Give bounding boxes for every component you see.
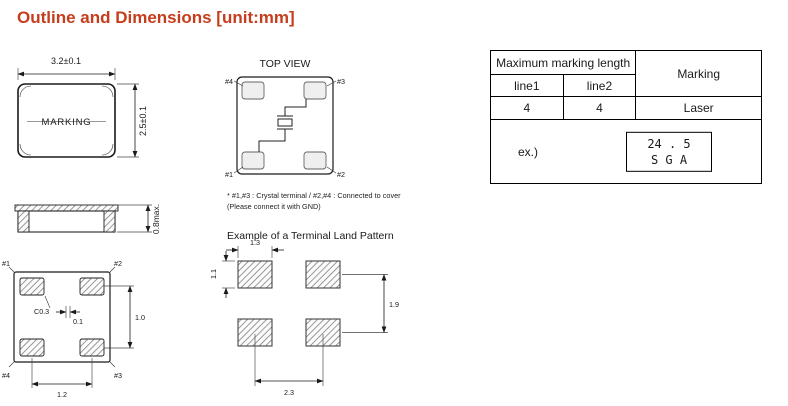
- marking-column-header: Marking: [635, 50, 762, 97]
- line1-value: 4: [490, 96, 564, 120]
- top-pad-1: [241, 151, 265, 170]
- body-section: [17, 210, 116, 233]
- land-pattern-title: Example of a Terminal Land Pattern: [227, 230, 394, 242]
- package-outline-view: 3.2±0.1 MARKING 2.5±0.1: [17, 56, 148, 158]
- top-pad-4: [241, 81, 265, 100]
- marking-method: Laser: [635, 96, 762, 120]
- dim-land-vertical-pitch: 1.9: [389, 300, 399, 309]
- top-pad-2: [303, 151, 327, 170]
- top-pad-4-label: #4: [225, 77, 233, 86]
- marking-length-header: Maximum marking length: [489, 50, 637, 75]
- pad-4: [19, 338, 45, 357]
- dim-land-pad-height: 1.1: [209, 269, 218, 279]
- pad-3: [79, 338, 105, 357]
- example-label: ex.): [518, 144, 539, 159]
- terminal-right: [103, 210, 116, 233]
- dim-body-height: 2.5±0.1: [138, 106, 148, 136]
- dim-offset: 0.1: [73, 317, 83, 326]
- pad-2-label: #2: [114, 259, 122, 268]
- terminal-note-line2: (Please connect it with GND): [227, 202, 321, 211]
- top-pad-2-label: #2: [337, 170, 345, 179]
- example-line1: 24 . 5: [647, 136, 691, 151]
- top-view: TOP VIEW #4 #3 #1 #2 * #1,#3 : Crystal t…: [225, 58, 401, 211]
- dim-land-horizontal-pitch: 2.3: [284, 388, 294, 397]
- dim-pad-col-pitch: 1.2: [57, 390, 67, 399]
- example-line2: S G A: [650, 152, 688, 167]
- dim-pad-row-pitch: 1.0: [135, 313, 145, 322]
- land-pattern: Example of a Terminal Land Pattern 1.3 1…: [209, 230, 399, 397]
- top-view-title: TOP VIEW: [260, 58, 311, 70]
- land-pad-tl: [237, 260, 273, 289]
- pad-2: [79, 277, 105, 296]
- marking-table: Maximum marking length Marking line1 lin…: [489, 50, 762, 184]
- pad-1-label: #1: [2, 259, 10, 268]
- dim-land-pad-width: 1.3: [250, 238, 260, 247]
- crystal-symbol: [258, 99, 307, 152]
- terminal-note-line1: * #1,#3 : Crystal terminal / #2,#4 : Con…: [227, 191, 401, 200]
- top-pad-3: [303, 81, 327, 100]
- marking-example-box: 24 . 5 S G A: [626, 131, 712, 172]
- dimension-drawings: 3.2±0.1 MARKING 2.5±0.1 0.8max.: [2, 56, 401, 399]
- top-pad-3-label: #3: [337, 77, 345, 86]
- dim-chamfer: C0.3: [34, 307, 49, 316]
- terminal-left: [17, 210, 30, 233]
- line2-value: 4: [562, 96, 637, 120]
- line1-header: line1: [490, 74, 564, 97]
- page-title: Outline and Dimensions [unit:mm]: [17, 8, 295, 27]
- pad-1: [19, 277, 45, 296]
- dim-body-width: 3.2±0.1: [51, 56, 81, 66]
- land-pad-tr: [305, 260, 341, 289]
- top-pad-1-label: #1: [225, 170, 233, 179]
- lid-section: [14, 204, 119, 212]
- marking-area-label: MARKING: [42, 117, 92, 128]
- package-side-view: 0.8max.: [14, 204, 161, 234]
- package-body: [17, 83, 116, 158]
- line2-header: line2: [562, 74, 637, 97]
- marking-example-cell: ex.) 24 . 5 S G A: [490, 119, 762, 184]
- pad-3-label: #3: [114, 371, 122, 380]
- dim-thickness: 0.8max.: [151, 204, 161, 234]
- package-bottom-view: #1 #2 #4 #3 C0.3 0.1 1.0 1.2: [2, 259, 145, 399]
- pad-4-label: #4: [2, 371, 10, 380]
